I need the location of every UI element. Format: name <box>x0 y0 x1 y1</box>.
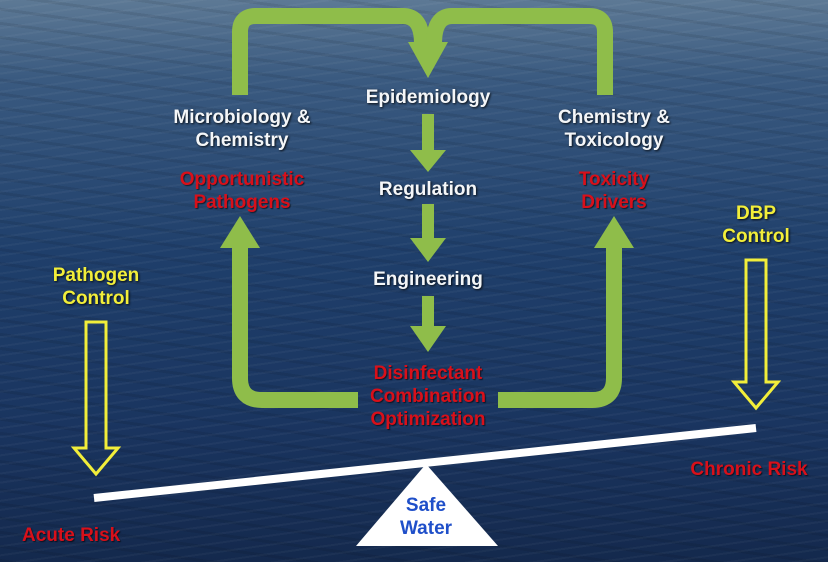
epidemiology-label: Epidemiology <box>365 87 491 108</box>
pathogen-control-arrow-icon <box>70 320 122 477</box>
bottom-loop-arrow-right <box>498 246 622 408</box>
right-up-arrowhead <box>594 216 634 248</box>
chronic-risk-label: Chronic Risk <box>690 459 808 480</box>
dbp-control-arrow-icon <box>730 258 782 411</box>
center-down-arrow-1 <box>410 114 446 172</box>
acute-risk-label: Acute Risk <box>22 525 121 546</box>
safe-water-fulcrum-triangle <box>356 464 498 546</box>
center-down-arrow-2 <box>410 204 446 262</box>
top-loop-arrowhead <box>408 42 448 78</box>
engineering-label: Engineering <box>373 269 483 290</box>
microbiology-chemistry-label: Microbiology & Chemistry <box>173 107 311 152</box>
pathogen-control-label: Pathogen Control <box>52 265 140 310</box>
chemistry-toxicology-label: Chemistry & Toxicology <box>558 107 670 152</box>
top-loop-arrow-right <box>426 8 613 95</box>
toxicity-drivers-label: Toxicity Drivers <box>578 169 650 214</box>
center-down-arrow-3 <box>410 296 446 352</box>
left-up-arrowhead <box>220 216 260 248</box>
disinfectant-optimization-label: Disinfectant Combination Optimization <box>369 363 487 431</box>
safe-water-label: Safe Water <box>399 495 453 540</box>
regulation-label: Regulation <box>378 179 478 200</box>
balance-beam <box>93 424 757 502</box>
opportunistic-pathogens-label: Opportunistic Pathogens <box>179 169 305 214</box>
bottom-loop-arrow-left <box>232 246 358 408</box>
dbp-control-label: DBP Control <box>722 203 790 248</box>
top-loop-arrow-left <box>232 8 430 95</box>
